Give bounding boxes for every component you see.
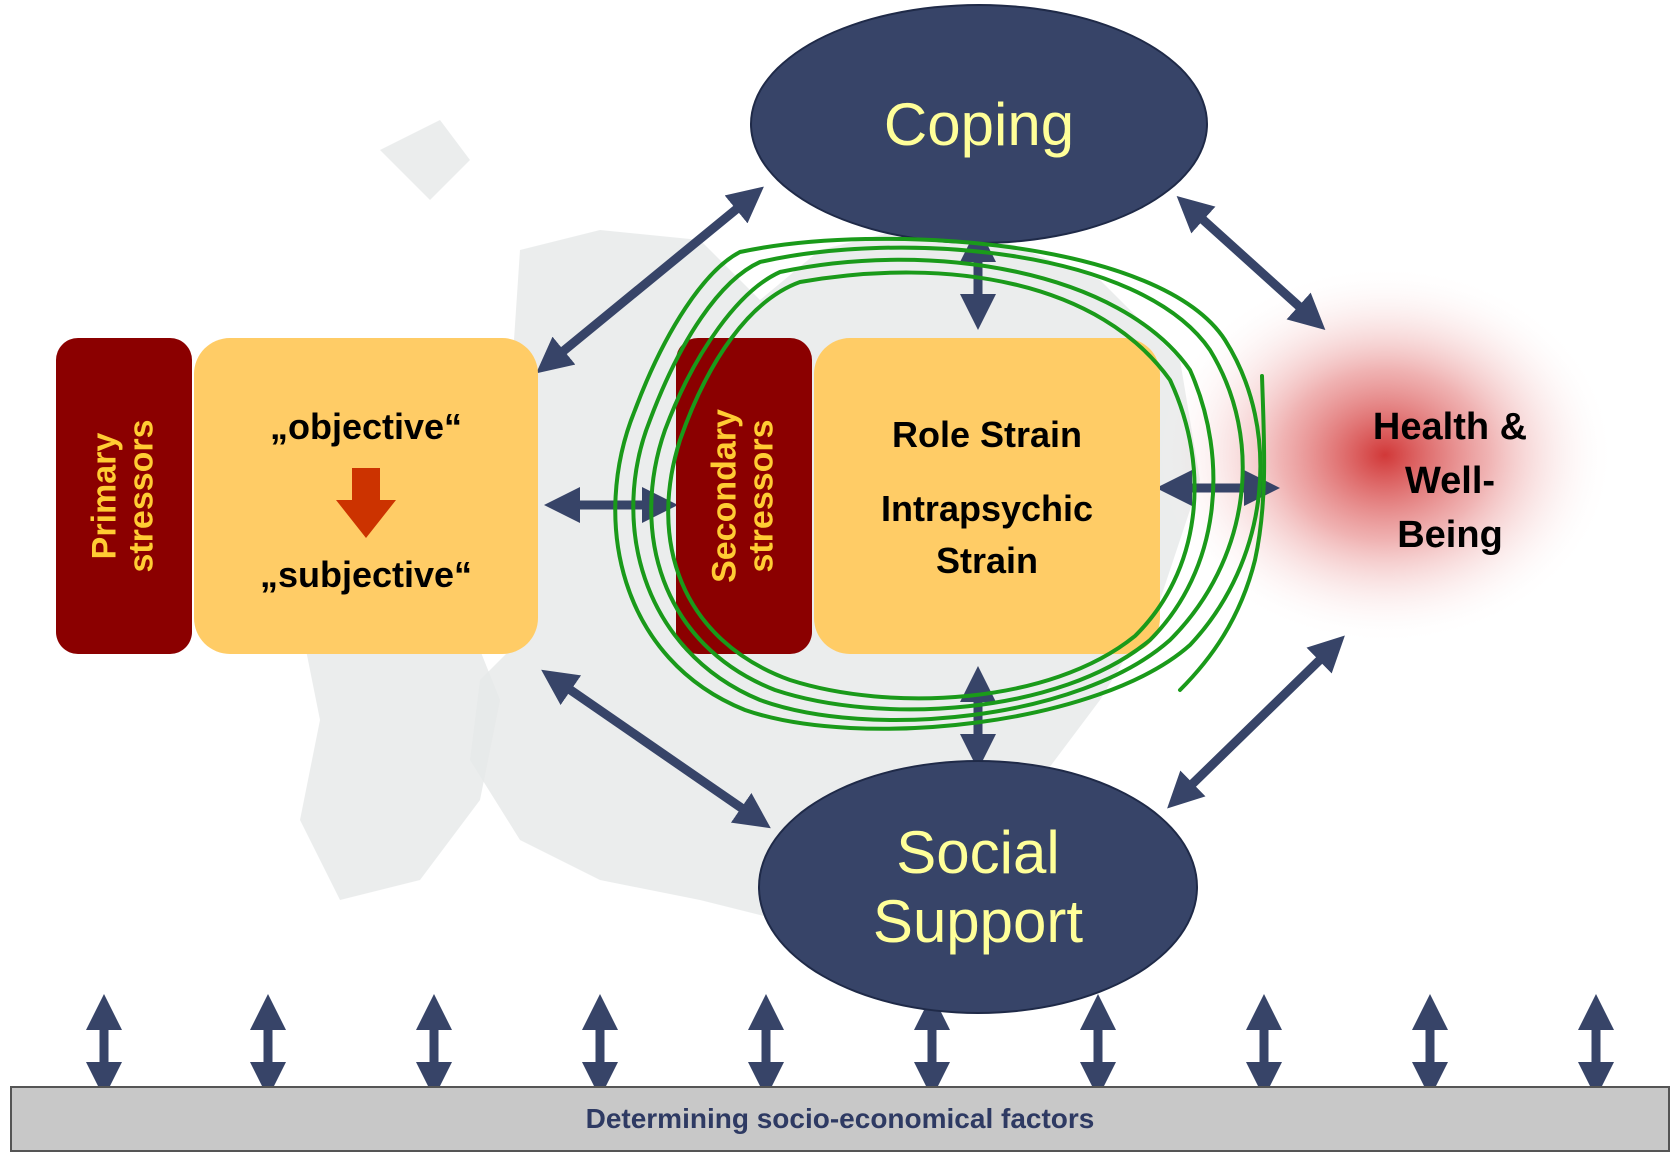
subjective-label: „subjective“ [259,554,473,595]
health-wellbeing-label: Health & Well- Being [1310,400,1590,562]
primary-stressors-box: „objective“ „subjective“ [194,338,538,654]
coping-node: Coping [750,4,1208,244]
role-strain-label: Role Strain [891,414,1083,455]
social-support-line2: Support [872,888,1084,955]
secondary-stressors-box: Role Strain Intrapsychic Strain [814,338,1160,654]
coping-label: Coping [883,90,1075,158]
down-arrow-icon [336,468,396,538]
objective-label: „objective“ [269,406,463,447]
socio-economical-factors-bar: Determining socio-economical factors [10,1086,1670,1152]
socio-economical-factors-label: Determining socio-economical factors [585,1103,1095,1134]
social-support-node: Social Support [758,760,1198,1014]
health-line2: Well- [1404,460,1496,502]
arrow-primary-coping [536,186,764,374]
bottom-arrow-row [86,994,1614,1098]
arrow-coping-health [1176,195,1326,331]
primary-stressors-tab: Primary stressors [56,338,192,654]
health-line3: Being [1397,514,1503,556]
strain-label: Strain [935,540,1039,581]
arrow-primary-social [541,669,771,829]
arrow-social-health [1167,635,1345,809]
map-region-west [300,600,500,900]
social-support-line1: Social [896,819,1060,886]
health-glow [1155,265,1615,645]
intrapsychic-label: Intrapsychic [880,488,1094,529]
health-line1: Health & [1372,406,1528,448]
